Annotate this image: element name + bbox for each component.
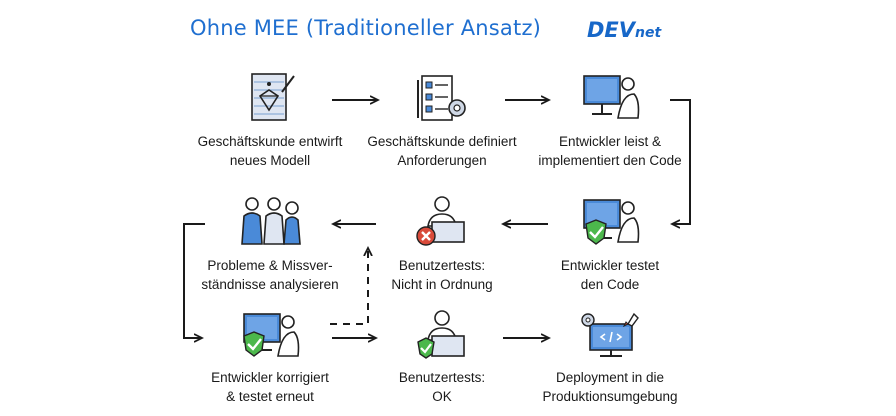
user-test-ok-icon	[417, 310, 465, 359]
step-deployment: Deployment in die Produktionsumgebung	[520, 310, 700, 406]
step-label: Geschäftskunde entwirft neues Modell	[197, 134, 343, 168]
logo-main-text: DEV	[587, 18, 636, 42]
diagram-title: Ohne MEE (Traditioneller Ansatz)	[190, 16, 542, 40]
step-user-test-ok: Benutzertests: OK	[352, 310, 532, 406]
deployment-icon	[581, 312, 639, 357]
step-analyse-problems: Probleme & Missver- ständnisse analysier…	[180, 194, 360, 294]
step-define-requirements: Geschäftskunde definiert Anforderungen	[352, 70, 532, 170]
step-user-test-failed: Benutzertests: Nicht in Ordnung	[352, 194, 532, 294]
step-label: Entwickler testet den Code	[560, 258, 660, 292]
requirements-icon	[417, 75, 466, 121]
developer-fix-icon	[243, 313, 300, 357]
step-label: Benutzertests: OK	[398, 370, 486, 404]
developer-test-icon	[583, 199, 640, 245]
step-developer-tests: Entwickler testet den Code	[520, 194, 700, 294]
step-implement-code: Entwickler leist & implementiert den Cod…	[520, 70, 700, 170]
step-developer-fixes: Entwickler korrigiert & testet erneut	[180, 310, 360, 406]
developer-monitor-icon	[583, 75, 640, 119]
step-design-model: Geschäftskunde entwirft neues Modell	[180, 70, 360, 170]
step-label: Benutzertests: Nicht in Ordnung	[391, 258, 493, 292]
arrow-step6-to-step7	[183, 223, 205, 338]
user-test-fail-icon	[416, 196, 465, 246]
logo-sub-text: net	[635, 25, 662, 41]
step-label: Entwickler korrigiert & testet erneut	[211, 370, 329, 404]
step-label: Probleme & Missver- ständnisse analysier…	[201, 258, 339, 292]
step-label: Deployment in die Produktionsumgebung	[542, 370, 678, 404]
meeting-icon	[241, 197, 301, 245]
step-label: Entwickler leist & implementiert den Cod…	[538, 134, 682, 168]
arrow-step3-to-step4	[670, 99, 691, 224]
devnet-logo: DEVnet	[587, 18, 661, 42]
step-label: Geschäftskunde definiert Anforderungen	[367, 134, 517, 168]
design-icon	[251, 73, 295, 121]
